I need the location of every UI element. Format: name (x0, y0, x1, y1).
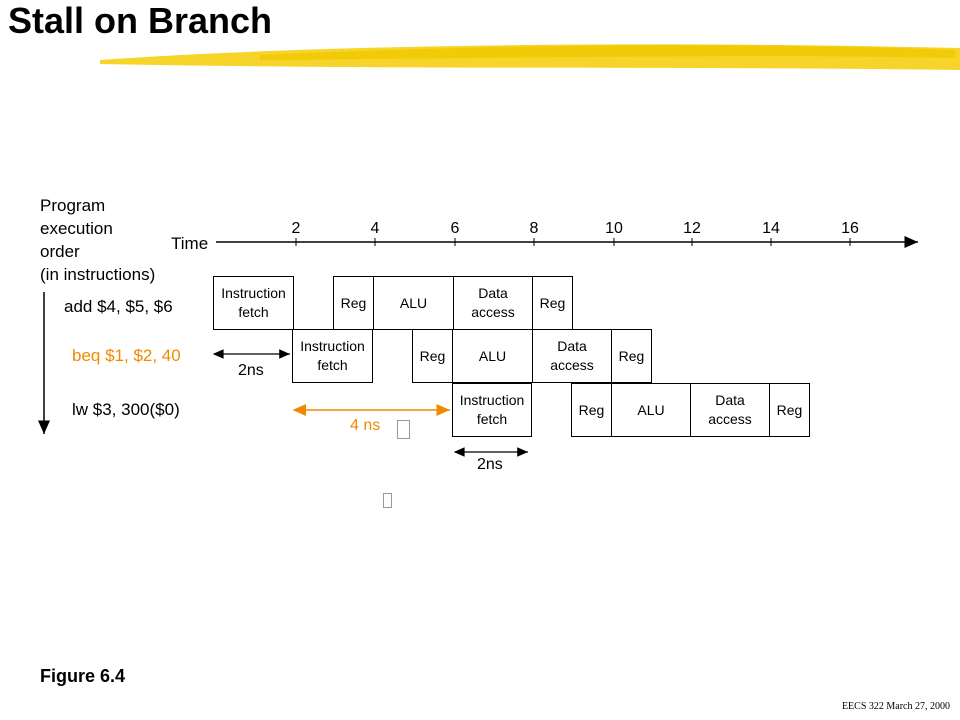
tick-label: 12 (683, 220, 701, 237)
two-ns-label-b: 2ns (477, 456, 503, 473)
stage-reg: Reg (769, 383, 810, 437)
page-title: Stall on Branch (8, 0, 273, 41)
stage-alu: ALU (452, 329, 533, 383)
stage-reg: Reg (333, 276, 374, 330)
four-ns-label: 4 ns (350, 417, 381, 434)
stage-alu: ALU (611, 383, 691, 437)
order-line: (in instructions) (40, 265, 156, 284)
order-line: Program (40, 196, 106, 215)
stage-reg: Reg (611, 329, 652, 383)
tick-label: 10 (605, 220, 623, 237)
tick-label: 6 (450, 220, 460, 237)
order-line: order (40, 242, 80, 261)
placeholder-glyph (383, 493, 392, 508)
highlight-stroke (100, 44, 960, 70)
tick-label: 8 (529, 220, 539, 237)
stage-alu: ALU (373, 276, 454, 330)
program-order-label: Program execution order (in instructions… (40, 194, 155, 286)
tick-label: 14 (762, 220, 780, 237)
slide-footer: EECS 322 March 27, 2000 (841, 701, 950, 712)
stage-reg: Reg (532, 276, 573, 330)
time-axis-label: Time (171, 234, 209, 253)
instruction-beq: beq $1, $2, 40 (72, 346, 181, 365)
instruction-lw: lw $3, 300($0) (72, 400, 180, 419)
stage-reg: Reg (412, 329, 453, 383)
tick-label: 4 (370, 220, 380, 237)
tick-label: 2 (291, 220, 301, 237)
placeholder-glyph (397, 420, 410, 439)
two-ns-label-a: 2ns (238, 362, 264, 379)
order-line: execution (40, 219, 113, 238)
tick-label: 16 (841, 220, 859, 237)
stage-reg: Reg (571, 383, 612, 437)
figure-label: Figure 6.4 (40, 666, 126, 686)
instruction-add: add $4, $5, $6 (64, 297, 173, 316)
